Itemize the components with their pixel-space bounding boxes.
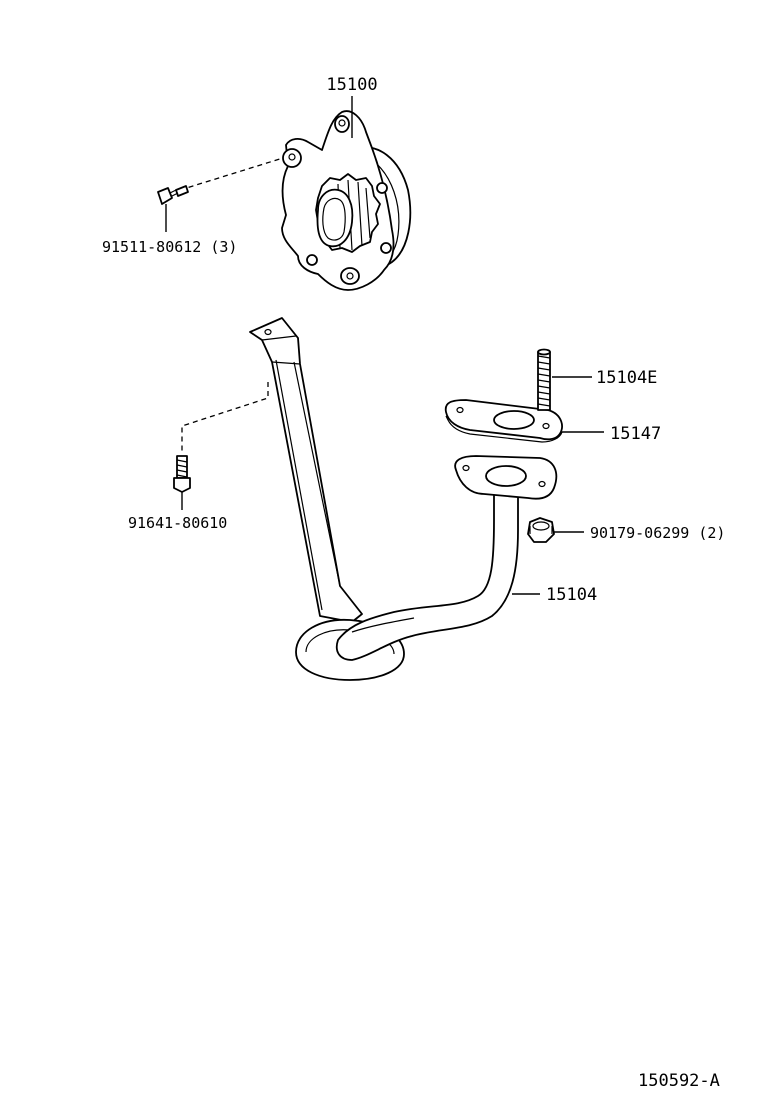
- part-number-90179-06299: 90179-06299 (2): [590, 524, 725, 542]
- gasket-drawing[interactable]: [444, 399, 563, 443]
- part-number-91641-80610: 91641-80610: [128, 514, 227, 532]
- pump-bolt-drawing[interactable]: [157, 157, 284, 232]
- part-number-15104E: 15104E: [596, 368, 657, 388]
- oil-strainer-drawing[interactable]: [249, 317, 558, 681]
- bracket-bolt-drawing[interactable]: [173, 382, 269, 510]
- part-number-15104: 15104: [546, 585, 597, 605]
- part-number-15100: 15100: [326, 75, 377, 95]
- part-number-15147: 15147: [610, 424, 661, 444]
- diagram-id: 150592-A: [638, 1071, 720, 1091]
- oil-pump-drawing[interactable]: [281, 110, 412, 291]
- nut-drawing[interactable]: [527, 517, 555, 543]
- stud-drawing[interactable]: [537, 348, 551, 411]
- part-number-91511-80612: 91511-80612 (3): [102, 238, 237, 256]
